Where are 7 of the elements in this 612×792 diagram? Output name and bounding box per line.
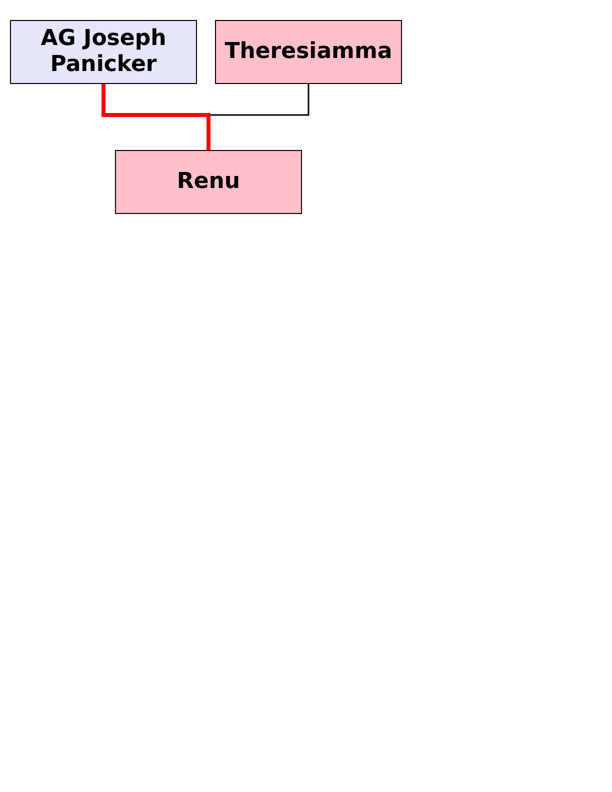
person-box	[115, 150, 302, 214]
person-name: Renu	[176, 168, 240, 196]
person-box	[10, 20, 197, 84]
person-name: Theresiamma	[224, 38, 392, 66]
connector-line	[102, 84, 210, 150]
person-name: AG Joseph Panicker	[40, 26, 168, 78]
person-box	[215, 20, 402, 84]
